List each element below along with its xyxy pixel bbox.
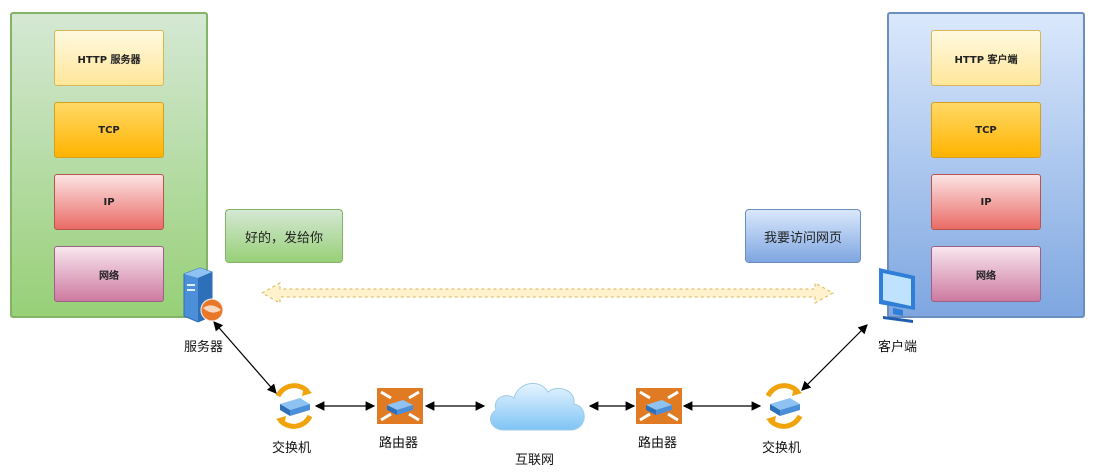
switch-right-label: 交换机 (762, 441, 802, 456)
router-left-label: 路由器 (379, 436, 419, 451)
internet-label: 互联网 (515, 453, 555, 468)
client-layer-http: HTTP 客户端 (931, 30, 1041, 86)
dashed-communication-arrow (260, 282, 835, 304)
router-icon (636, 388, 682, 424)
client-layer-ip: IP (931, 174, 1041, 230)
switch-left-label: 交换机 (272, 441, 312, 456)
client-message: 我要访问网页 (745, 209, 861, 263)
server-message: 好的，发给你 (225, 209, 343, 263)
link-switch-client (801, 324, 868, 391)
server-icon (183, 267, 224, 323)
link-server-switch (213, 321, 277, 394)
server-protocol-stack: HTTP 服务器 TCP IP 网络 (10, 12, 208, 318)
server-layer-http: HTTP 服务器 (54, 30, 164, 86)
client-layer-network: 网络 (931, 246, 1041, 302)
router-icon (377, 388, 423, 424)
switch-icon (275, 383, 313, 429)
monitor-icon (879, 268, 915, 323)
server-layer-network: 网络 (54, 246, 164, 302)
cloud-icon (489, 383, 585, 431)
client-label: 客户端 (878, 340, 918, 355)
switch-icon (765, 383, 803, 429)
client-layer-tcp: TCP (931, 102, 1041, 158)
server-label: 服务器 (184, 340, 224, 355)
server-layer-ip: IP (54, 174, 164, 230)
server-layer-tcp: TCP (54, 102, 164, 158)
router-right-label: 路由器 (638, 436, 678, 451)
client-protocol-stack: HTTP 客户端 TCP IP 网络 (887, 12, 1085, 318)
